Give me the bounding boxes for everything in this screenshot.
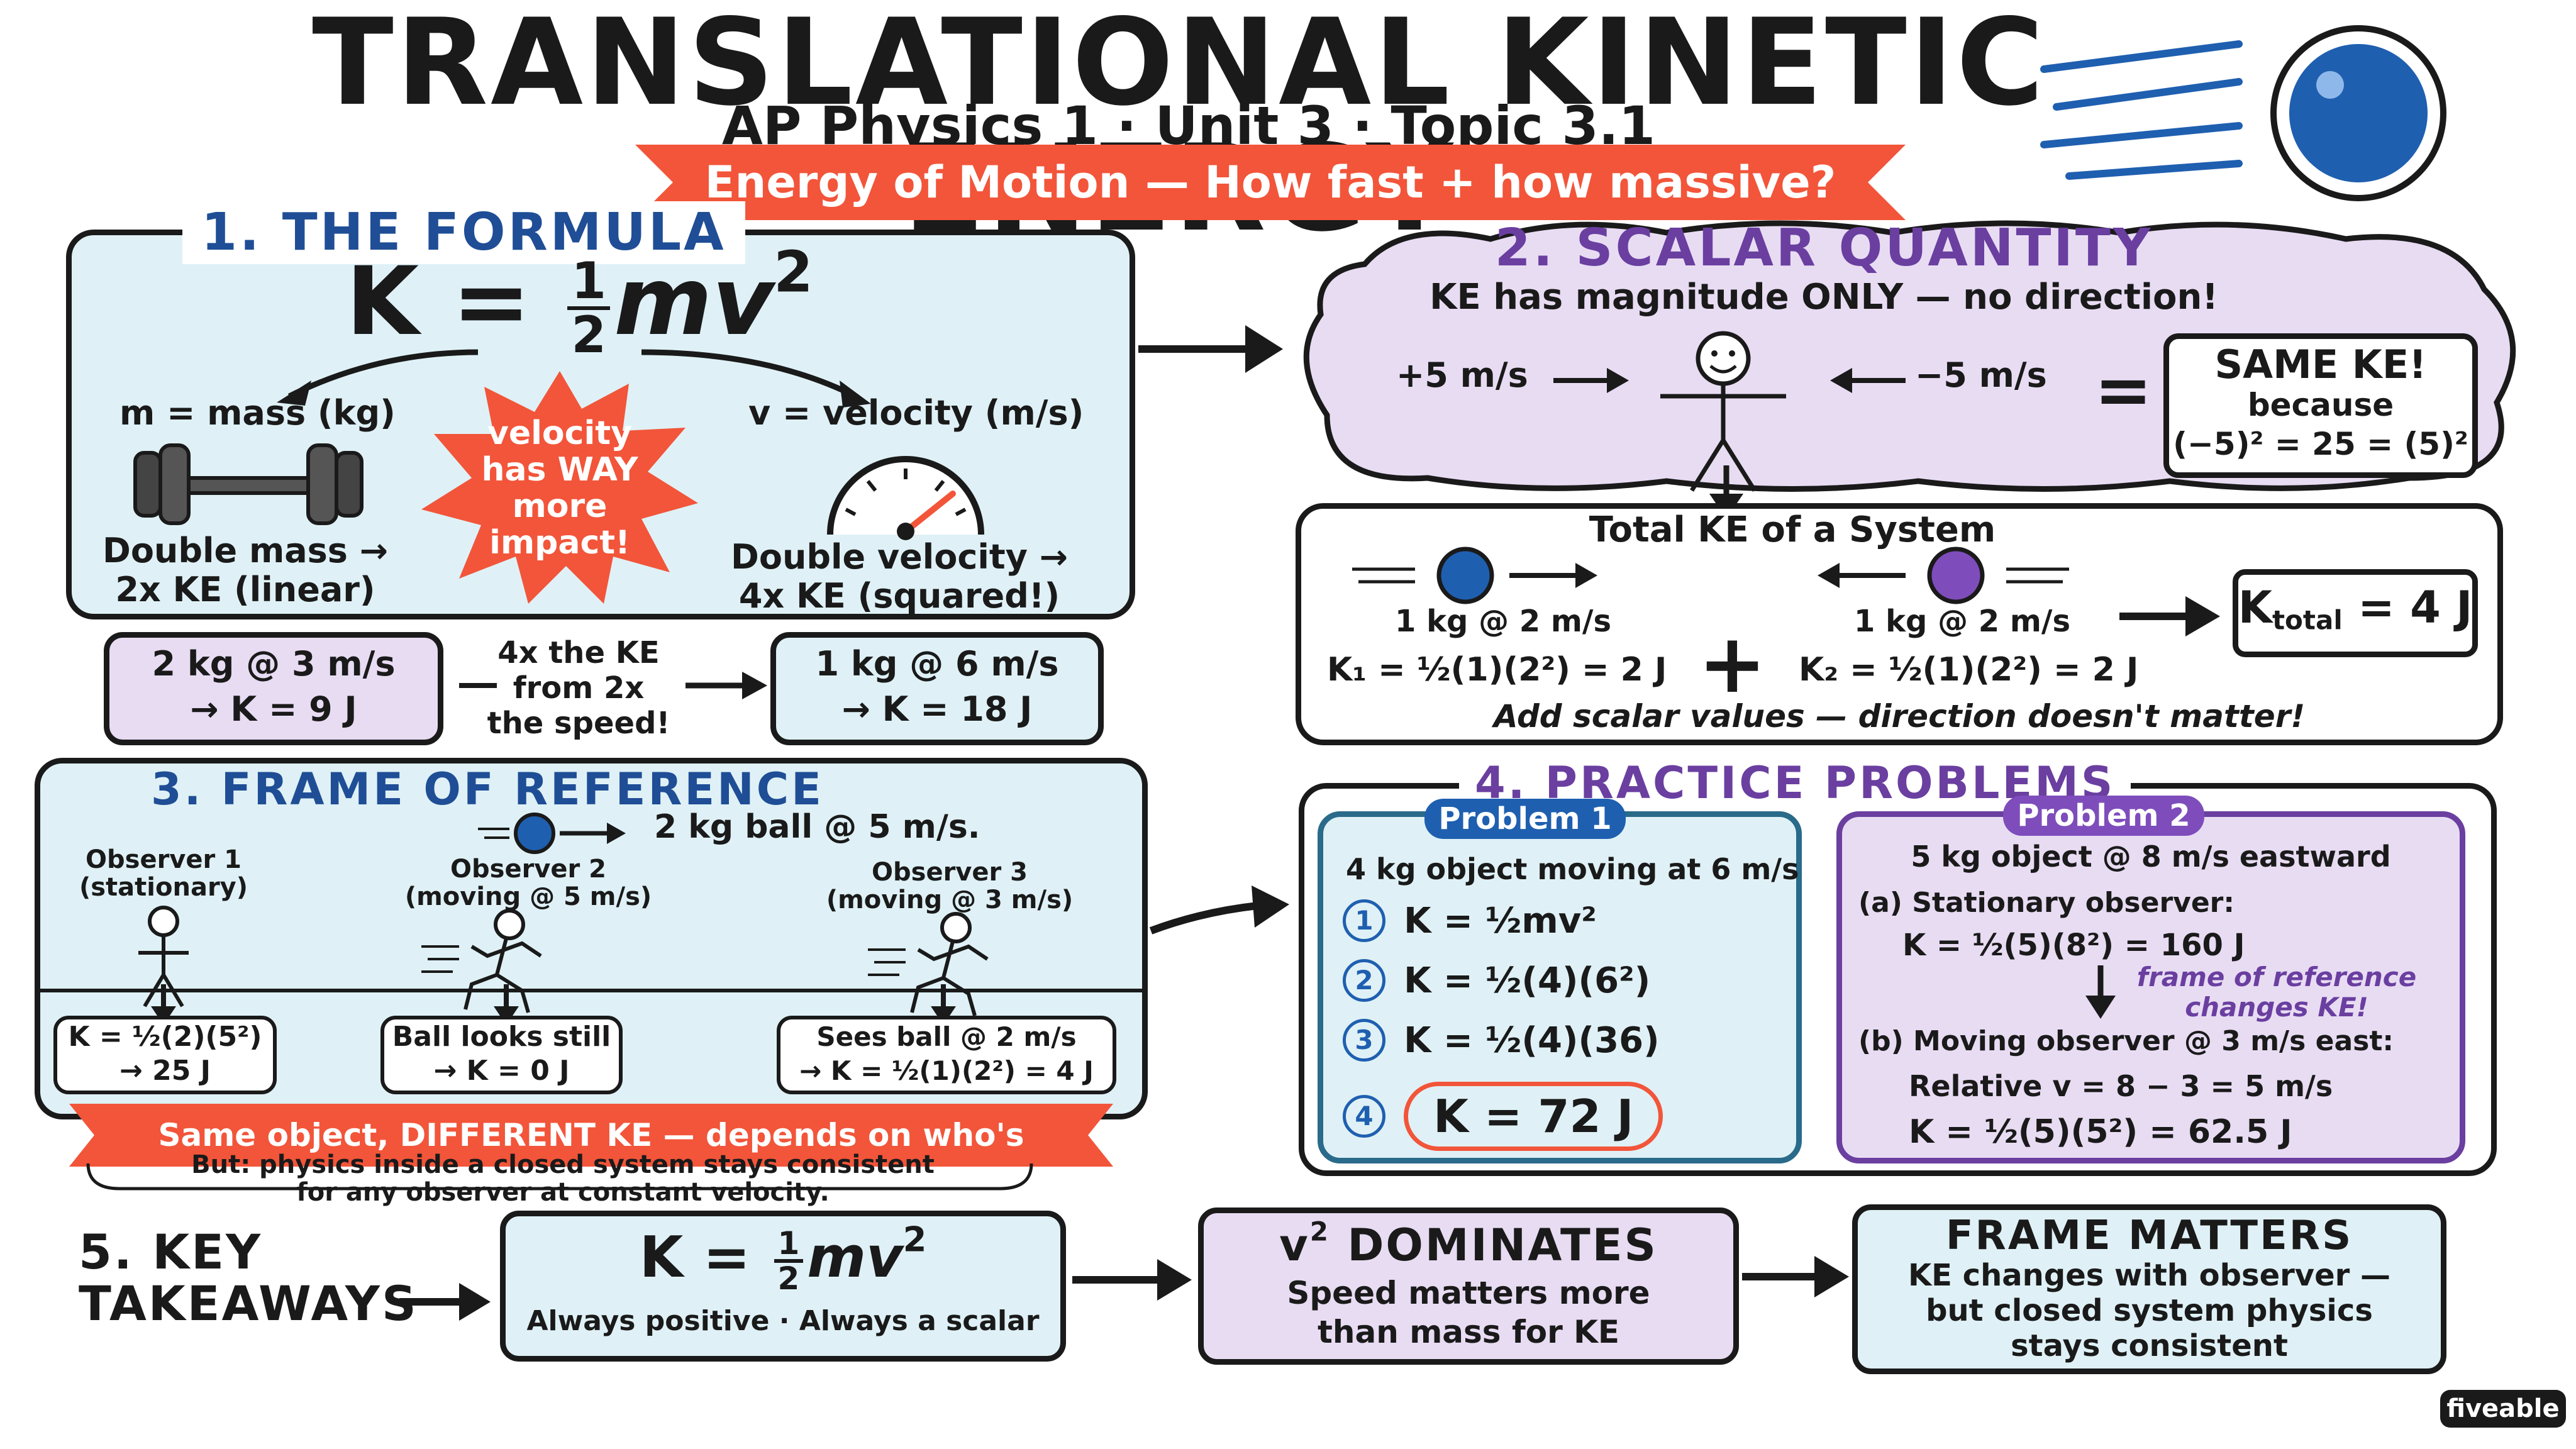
observer-3-result-text: Sees ball @ 2 m/s→ K = ½(1)(2²) = 4 J [799, 1021, 1094, 1086]
frame-banner-ribbon [69, 1104, 1113, 1167]
step-1-text: K = ½mv² [1404, 900, 1597, 941]
step-2-text: K = ½(4)(6²) [1404, 960, 1651, 1001]
compare-arrow [459, 672, 767, 699]
problem-1-card [1318, 811, 1802, 1163]
example-box-1 [104, 632, 443, 745]
takeaway-formula-box [500, 1211, 1066, 1362]
arrow-takeaway-1-2 [1072, 1259, 1192, 1301]
scalar-subtitle: KE has magnitude ONLY — no direction! [1430, 277, 2218, 318]
step-3-number: 3 [1343, 1019, 1385, 1062]
step-3-text: K = ½(4)(36) [1404, 1019, 1660, 1061]
section-1-heading: 1. THE FORMULA [182, 201, 745, 264]
speeding-ball-icon [2040, 25, 2446, 201]
double-velocity-text: Double velocity →4x KE (squared!) [731, 537, 1068, 616]
plus-sign: + [1698, 616, 1767, 711]
section-2-heading: 2. SCALAR QUANTITY [1494, 218, 2153, 278]
takeaway-frame-sub: KE changes with observer —but closed sys… [1907, 1258, 2391, 1363]
step-2-number: 2 [1343, 959, 1385, 1002]
velocity-label: v = velocity (m/s) [748, 393, 1084, 433]
takeaway-dominates-title: v2 DOMINATES [1279, 1216, 1658, 1271]
problem-2-part-b: (b) Moving observer @ 3 m/s east: [1858, 1025, 2394, 1057]
banner-text: Energy of Motion — How fast + how massiv… [704, 157, 1836, 208]
takeaway-frame-box [1852, 1204, 2446, 1374]
brand-logo: fiveable [2440, 1390, 2566, 1428]
stick-figure-icon [1660, 331, 1786, 492]
system-note: Add scalar values — direction doesn't ma… [1493, 698, 2306, 735]
takeaway-formula-sub: Always positive · Always a scalar [526, 1305, 1040, 1337]
step-4-number: 4 [1343, 1095, 1385, 1138]
step-4-answer: K = 72 J [1404, 1082, 1663, 1151]
k-total-text: Ktotal = 4 J [2238, 582, 2473, 636]
dumbbell-icon [133, 443, 364, 525]
object-2-label: 1 kg @ 2 m/s [1853, 604, 2071, 639]
starburst-callout [421, 371, 698, 604]
section-3-heading: 3. FRAME OF REFERENCE [151, 763, 824, 815]
observer-2-result [380, 1016, 623, 1094]
system-ball-2-icon [1818, 547, 2069, 604]
same-ke-box [2163, 333, 2478, 478]
example-2-text: 1 kg @ 6 m/s→ K = 18 J [815, 644, 1059, 729]
k-total-box [2233, 569, 2478, 657]
frame-ball-label: 2 kg ball @ 5 m/s. [654, 808, 980, 846]
k2-equation: K₂ = ½(1)(2²) = 2 J [1799, 651, 2139, 689]
frame-banner-text: Same object, DIFFERENT KE — depends on w… [158, 1117, 1024, 1204]
system-title: Total KE of a System [1589, 509, 1996, 550]
problem-2-part-a-calc: K = ½(5)(8²) = 160 J [1902, 928, 2245, 963]
scalar-arrows [1553, 368, 1906, 393]
object-1-label: 1 kg @ 2 m/s [1394, 604, 1612, 639]
arrow-takeaway-2-3 [1742, 1256, 1849, 1297]
banner-ribbon [635, 145, 1906, 220]
formula-arrows [277, 349, 871, 408]
frame-note-bracket [86, 1163, 1033, 1191]
example-box-2 [770, 632, 1104, 745]
observer-2-runner-icon [421, 909, 542, 1013]
takeaway-dominates-box [1198, 1208, 1739, 1365]
problem-1-prompt: 4 kg object moving at 6 m/s [1346, 852, 1799, 886]
problem-2-prompt: 5 kg object @ 8 m/s eastward [1911, 840, 2391, 874]
same-ke-text: SAME KE! because (−5)² = 25 = (5)² [2173, 341, 2468, 463]
example-1-text: 2 kg @ 3 m/s→ K = 9 J [152, 644, 396, 729]
observer-2-label: Observer 2(moving @ 5 m/s) [404, 855, 652, 911]
arrow-to-takeaways [399, 1283, 491, 1321]
observer-2-result-text: Ball looks still→ K = 0 J [392, 1021, 611, 1087]
observer-3-result [777, 1016, 1116, 1094]
frame-note: But: physics inside a closed system stay… [191, 1150, 935, 1207]
observer-3-runner-icon [868, 912, 989, 1016]
arrow-s1-s2 [1138, 325, 1283, 373]
equals-sign: = [2094, 350, 2153, 430]
problem-2-part-b-calc: K = ½(5)(5²) = 62.5 J [1909, 1113, 2292, 1151]
observer-1-result [53, 1016, 277, 1094]
speedometer-icon [827, 456, 984, 540]
minus-velocity: −5 m/s [1915, 355, 2047, 395]
system-ball-1-icon [1352, 547, 1597, 604]
observer-1-label: Observer 1(stationary) [79, 845, 248, 902]
problem-2-card [1836, 811, 2465, 1163]
problem-2-relative-v: Relative v = 8 − 3 = 5 m/s [1909, 1069, 2333, 1103]
observer-1-result-text: K = ½(2)(5²)→ 25 J [68, 1021, 262, 1087]
frame-ball-icon [478, 813, 626, 854]
k1-equation: K₁ = ½(1)(2²) = 2 J [1327, 651, 1667, 689]
problem-1-tag: Problem 1 [1424, 799, 1626, 839]
observer-3-label: Observer 3(moving @ 3 m/s) [826, 858, 1074, 914]
problem-2-tag: Problem 2 [2003, 796, 2204, 836]
arrow-s3-s4 [1149, 886, 1289, 935]
total-arrow [2119, 596, 2220, 636]
double-mass-text: Double mass →2x KE (linear) [103, 531, 388, 609]
mass-label: m = mass (kg) [119, 393, 396, 433]
takeaway-frame-title: FRAME MATTERS [1945, 1213, 2353, 1259]
plus-velocity: +5 m/s [1396, 355, 1528, 395]
problem-2-part-a: (a) Stationary observer: [1858, 887, 2235, 919]
step-1-number: 1 [1343, 899, 1385, 942]
problem-2-down-arrow [2085, 965, 2116, 1019]
